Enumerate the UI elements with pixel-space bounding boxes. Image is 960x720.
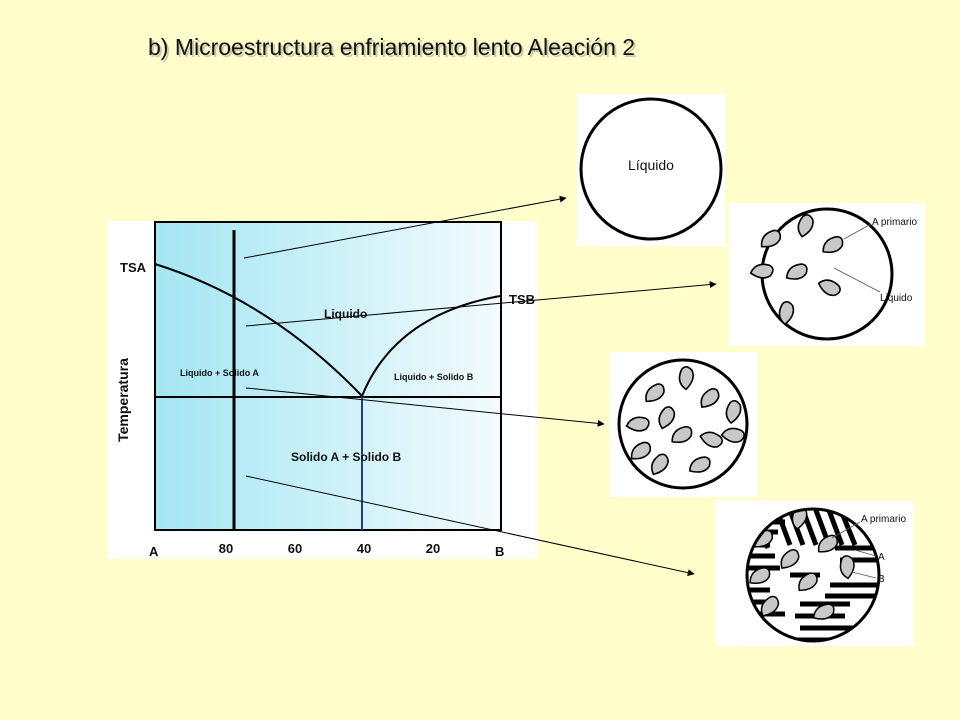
diagram-frame [154, 221, 502, 531]
phase-diagram: Temperatura TSA TSB Liquido Liquido + So… [108, 221, 538, 559]
arrow-to-primary [245, 281, 717, 327]
arrow-to-final [245, 475, 695, 577]
x-tick-20: 20 [426, 541, 440, 556]
x-tick-80: 80 [219, 541, 233, 556]
tsa-label: TSA [120, 260, 147, 275]
micro-liquid-label: Líquido [628, 157, 674, 173]
near-eutectic-grains [625, 366, 745, 476]
slide-title: b) Microestructura enfriamiento lento Al… [148, 34, 636, 60]
arrow-to-liquid [243, 195, 567, 259]
tsb-label: TSB [509, 292, 535, 307]
micro-final-label-b: B [878, 574, 885, 585]
cooling-arrows [243, 195, 717, 577]
arrow-to-near-eutectic [245, 387, 605, 427]
liquidus-curve-a [154, 263, 363, 397]
micro-liquid: Líquido [577, 94, 725, 246]
region-liquido-solido-a: Liquido + Solido A [180, 368, 259, 378]
region-liquido-solido-b: Liquido + Solido B [394, 372, 474, 382]
component-a-label: A [149, 544, 159, 559]
micro-primary-label-a: A primario [872, 217, 917, 228]
micro-final-label-a: A [878, 552, 885, 563]
x-tick-40: 40 [357, 541, 371, 556]
micro-primary-label-liquido: Liquido [880, 293, 913, 304]
micro-final-label-a-primario: A primario [861, 514, 906, 525]
primary-grains [749, 214, 844, 326]
component-b-label: B [495, 544, 504, 559]
micro-primary: A primario Liquido [729, 203, 925, 346]
region-liquido: Liquido [324, 307, 367, 321]
micro-liquid-circle [579, 97, 723, 241]
x-tick-60: 60 [288, 541, 302, 556]
region-solido-a-solido-b: Solido A + Solido B [291, 450, 401, 464]
liquidus-curve-b [361, 295, 501, 397]
micro-final: A primario A B [716, 500, 914, 646]
y-axis-label: Temperatura [115, 358, 131, 442]
micro-near-eutectic [610, 352, 758, 497]
micro-final-circle [745, 507, 881, 643]
